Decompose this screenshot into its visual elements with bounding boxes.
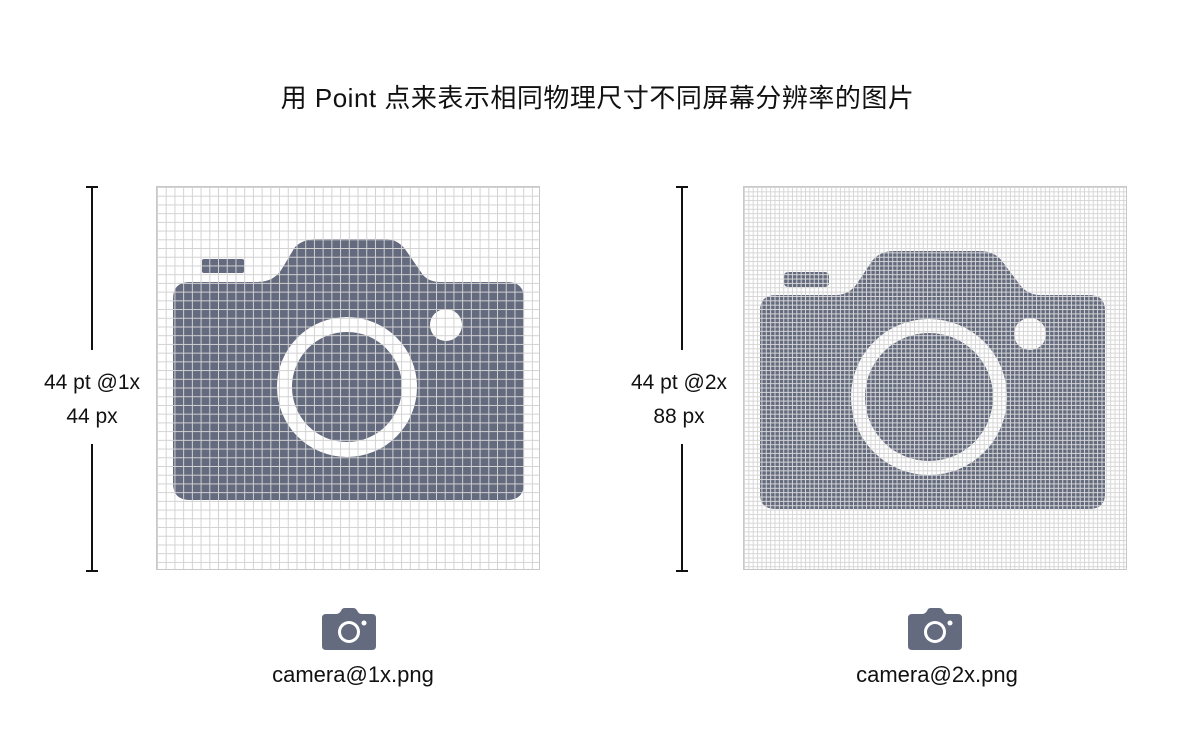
height-ruler-2x	[676, 186, 688, 572]
dimension-pt-1x: 44 pt @1x	[43, 371, 141, 394]
dimension-label-2x: 44 pt @2x 88 px	[609, 366, 749, 434]
page-title: 用 Point 点来表示相同物理尺寸不同屏幕分辨率的图片	[280, 83, 915, 113]
height-ruler-1x	[86, 186, 98, 572]
camera-icon	[322, 608, 376, 650]
dimension-pt-2x: 44 pt @2x	[630, 371, 728, 394]
dimension-px-2x: 88 px	[653, 405, 705, 428]
dimension-px-1x: 44 px	[66, 405, 118, 428]
grid-lines-1x	[157, 187, 539, 569]
dimension-label-1x: 44 pt @1x 44 px	[22, 366, 162, 434]
filename-2x: camera@2x.png	[856, 662, 1018, 687]
grid-lines-2x	[744, 187, 1126, 569]
pixel-grid-1x	[156, 186, 540, 570]
filename-1x: camera@1x.png	[272, 662, 434, 687]
pixel-grid-2x	[743, 186, 1127, 570]
camera-icon	[908, 608, 962, 650]
